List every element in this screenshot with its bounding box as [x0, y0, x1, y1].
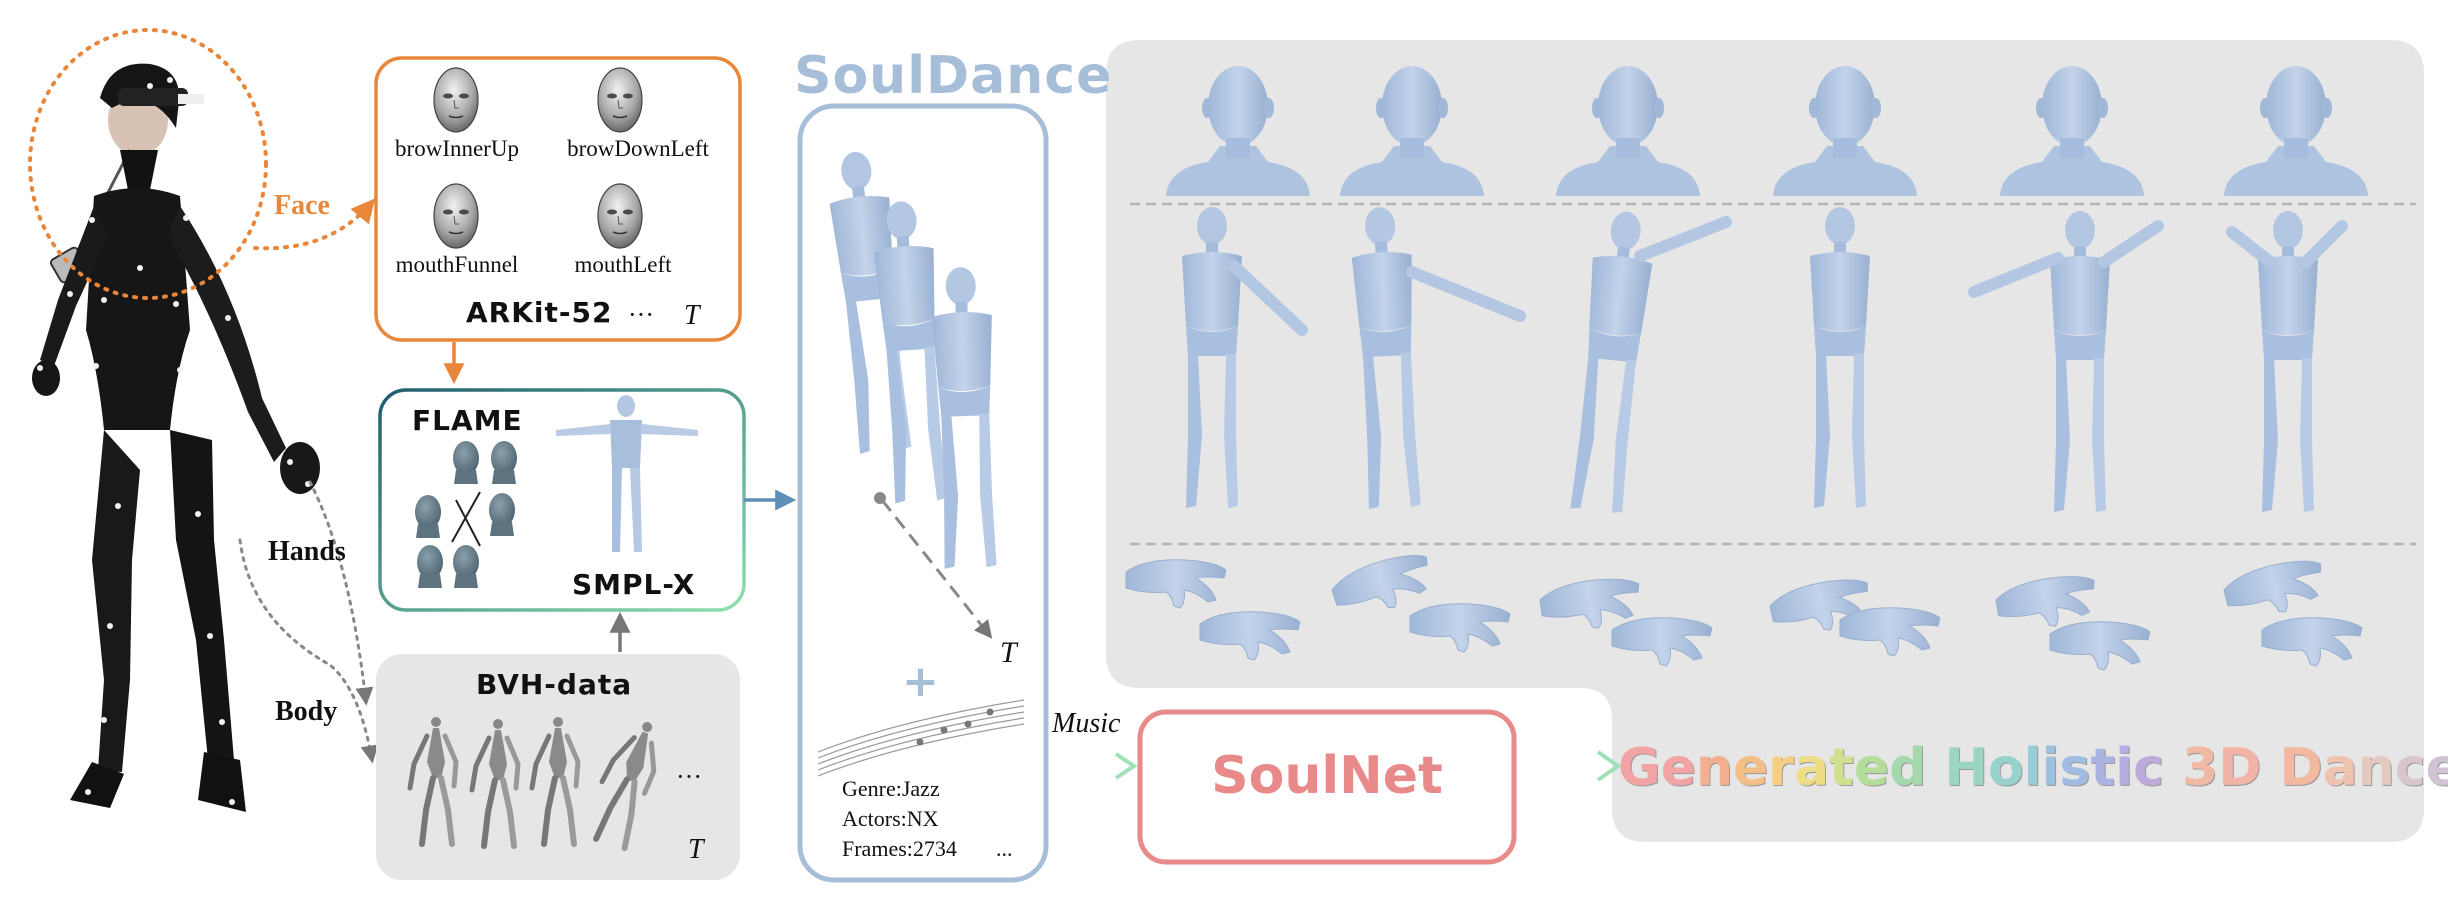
flame-head-icon [453, 545, 479, 588]
flame-label: FLAME [412, 404, 523, 437]
flame-head-icon [417, 545, 443, 588]
mask-icon-mouthfunnel [433, 183, 479, 249]
body-arrow [238, 538, 379, 764]
title-char: G [1618, 738, 1661, 798]
title-char: a [1793, 738, 1830, 798]
title-char: d [1889, 738, 1927, 798]
bvh-ellipsis: ··· [676, 762, 702, 791]
hands-arrow [308, 480, 374, 706]
soulnet-output-arrowhead [1596, 750, 1622, 782]
output-body-row [1182, 205, 2348, 515]
title-char: c [2394, 738, 2426, 798]
title-char: H [1944, 738, 1989, 798]
title-char: e [1733, 738, 1769, 798]
title-char: n [2357, 738, 2395, 798]
music-label: Music [1052, 708, 1121, 739]
title-char: r [1768, 738, 1794, 798]
mocap-performer-figure [32, 63, 320, 812]
time-origin-dot [874, 492, 886, 504]
bvh-time-label: T [688, 834, 704, 865]
flame-variation-arrows [451, 491, 481, 547]
arkit-item-mouthfunnel: mouthFunnel [395, 252, 519, 277]
title-char: D [2279, 738, 2323, 798]
bvh-title: BVH-data [476, 668, 633, 701]
title-char: e [2425, 738, 2448, 798]
plus-sign: + [902, 656, 939, 707]
arkit-item-mouthleft: mouthLeft [574, 252, 672, 277]
title-char: o [1988, 738, 2024, 798]
mask-icon-browdownleft [597, 67, 643, 133]
soulnet-box [1137, 709, 1517, 865]
title-char: i [2115, 738, 2134, 798]
arkit-item-browinnerup: browInnerUp [395, 136, 519, 161]
title-char: D [2218, 738, 2262, 798]
mask-icon-browinnerup [433, 67, 479, 133]
title-char [2261, 738, 2279, 798]
title-char: t [1829, 738, 1854, 798]
title-char: e [1660, 738, 1696, 798]
music-staff-icon [817, 699, 1025, 777]
souldance-genre: Genre:Jazz [842, 776, 940, 801]
title-char: l [2023, 738, 2042, 798]
souldance-actors: Actors:NX [842, 806, 939, 831]
arkit-item-browdownleft: browDownLeft [567, 136, 709, 161]
body-label: Body [275, 696, 338, 727]
title-char: e [1853, 738, 1890, 798]
flame-head-icon [491, 441, 517, 484]
smplx-label: SMPL-X [572, 568, 696, 601]
soulnet-label: SoulNet [1211, 746, 1443, 806]
title-char: c [2133, 738, 2164, 798]
title-char: t [2090, 738, 2116, 798]
arkit-time-label: T [684, 300, 700, 331]
flame-head-icon [415, 495, 441, 538]
face-highlight-ellipse [28, 28, 268, 300]
hands-label: Hands [268, 536, 346, 567]
flame-head-icon [489, 493, 515, 536]
generated-holistic-3d-dance-title: Generated Holistic 3D Dance [1618, 738, 2448, 798]
title-char: n [1695, 738, 1733, 798]
title-char: 3 [2182, 738, 2219, 798]
souldance-ellipsis: ... [996, 836, 1013, 861]
title-char [1926, 738, 1944, 798]
time-arrow [880, 499, 993, 639]
arkit-ellipsis: ··· [628, 300, 654, 329]
music-arrowhead [1114, 752, 1138, 780]
smplx-tpose-figure [556, 395, 698, 552]
souldance-title: SoulDance [794, 46, 1113, 106]
face-label: Face [274, 190, 330, 221]
arkit-title: ARKit-52 [466, 296, 613, 329]
souldance-frames: Frames:2734 [842, 836, 957, 861]
mask-icon-mouthleft [597, 183, 643, 249]
title-char: a [2322, 738, 2358, 798]
souldance-time-label: T [1000, 636, 1017, 669]
title-char: i [2041, 738, 2060, 798]
title-char: s [2059, 738, 2091, 798]
flame-head-icon [453, 441, 479, 484]
title-char [2164, 738, 2182, 798]
